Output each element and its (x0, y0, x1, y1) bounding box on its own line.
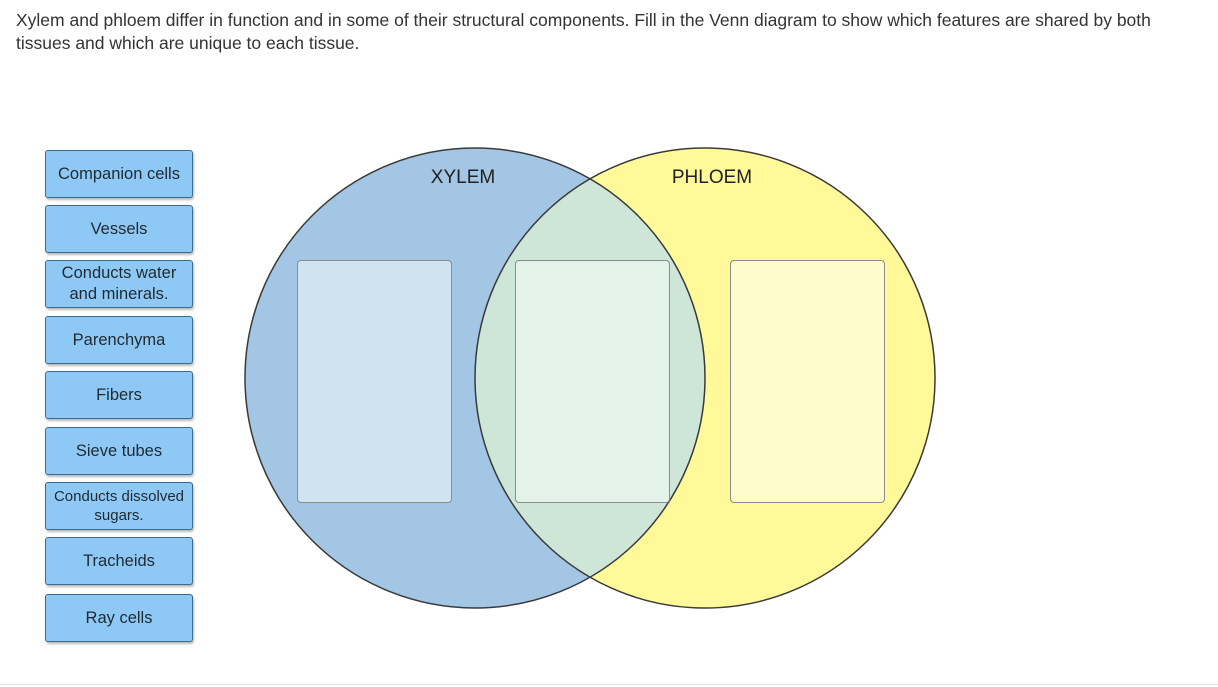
drag-item-label: Companion cells (58, 164, 180, 183)
drag-item-label: Vessels (90, 219, 148, 238)
drag-item-conducts-water[interactable]: Conducts water and minerals. (45, 260, 193, 308)
phloem-label: PHLOEM (672, 167, 752, 188)
drag-item-label: Sieve tubes (75, 441, 163, 460)
drag-item-vessels[interactable]: Vessels (45, 205, 193, 253)
question-prompt: Xylem and phloem differ in function and … (16, 10, 1151, 53)
drag-item-conducts-sugars[interactable]: Conducts dissolved sugars. (45, 482, 193, 530)
drag-item-ray-cells[interactable]: Ray cells (45, 594, 193, 642)
drag-item-label: Conducts water and minerals. (61, 264, 177, 303)
drag-item-sieve-tubes[interactable]: Sieve tubes (45, 427, 193, 475)
xylem-circle-outline (244, 147, 706, 609)
xylem-only-dropzone[interactable] (297, 260, 452, 503)
drag-item-label: Ray cells (85, 608, 153, 627)
drag-item-parenchyma[interactable]: Parenchyma (45, 316, 193, 364)
drag-item-tracheids[interactable]: Tracheids (45, 537, 193, 585)
drag-item-label: Tracheids (83, 551, 155, 570)
drag-item-label: Fibers (96, 385, 142, 404)
xylem-label: XYLEM (431, 167, 495, 188)
drag-item-label: Parenchyma (72, 330, 166, 349)
drag-item-companion-cells[interactable]: Companion cells (45, 150, 193, 198)
drag-item-label: Conducts dissolved sugars. (53, 488, 185, 524)
drag-item-fibers[interactable]: Fibers (45, 371, 193, 419)
bottom-divider (0, 684, 1218, 685)
shared-dropzone[interactable] (515, 260, 670, 503)
phloem-only-dropzone[interactable] (730, 260, 885, 503)
phloem-circle-outline (474, 147, 936, 609)
